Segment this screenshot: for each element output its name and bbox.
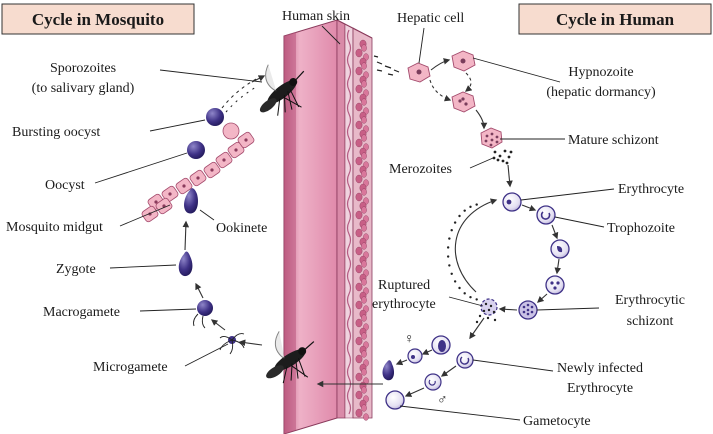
label-ruptured-sub: erythrocyte bbox=[372, 297, 436, 312]
label-erythrocytic: Erythrocytic bbox=[615, 293, 685, 308]
label-erythrocyte: Erythrocyte bbox=[618, 182, 684, 197]
leader-bursting-oocyst bbox=[149, 119, 206, 132]
merozoite-cloud bbox=[492, 149, 513, 165]
mosquito-cycle-title: Cycle in Mosquito bbox=[32, 10, 164, 29]
female-symbol: ♀ bbox=[404, 332, 415, 347]
mosquito-cycle-box: Cycle in Mosquito bbox=[1, 3, 195, 35]
leader-hypnozoite bbox=[472, 57, 561, 83]
zygote bbox=[178, 251, 193, 277]
midgut-cell bbox=[189, 169, 207, 187]
label-mosquito-midgut: Mosquito midgut bbox=[6, 220, 103, 235]
leader-erythrocytic-schizont bbox=[536, 307, 600, 311]
label-human-skin: Human skin bbox=[282, 9, 350, 24]
merozoite-circle-dots bbox=[446, 203, 478, 301]
arrow-ery-4 bbox=[537, 293, 548, 303]
label-macrogamete: Macrogamete bbox=[43, 305, 120, 320]
liver-developing-cell bbox=[451, 91, 476, 113]
midgut-cell bbox=[215, 151, 233, 169]
macrogamete bbox=[193, 300, 213, 329]
midgut-cell bbox=[175, 177, 193, 195]
leader-ruptured bbox=[448, 296, 484, 307]
leader-macrogamete bbox=[139, 308, 197, 312]
mosquito-bottom bbox=[266, 331, 315, 384]
mature-schizont-cell bbox=[480, 127, 503, 149]
oocyst bbox=[187, 141, 205, 159]
midgut-cell bbox=[237, 131, 255, 149]
label-microgamete: Microgamete bbox=[93, 360, 168, 375]
arrow-to-gametocytes bbox=[469, 317, 485, 340]
mosquito-top bbox=[259, 64, 305, 116]
leader-zygote bbox=[109, 264, 177, 269]
arrow-ery-2 bbox=[551, 224, 559, 240]
leader-trophozoite bbox=[554, 216, 605, 228]
label-hypnozoite-sub: (hepatic dormancy) bbox=[546, 85, 656, 100]
leader-merozoites bbox=[469, 157, 494, 169]
arrow-hepatic-direct bbox=[429, 79, 452, 102]
arrow-to-zygote bbox=[195, 282, 204, 299]
label-bursting-oocyst: Bursting oocyst bbox=[12, 125, 100, 140]
hypnozoite-cell bbox=[451, 50, 476, 72]
leader-ookinete bbox=[199, 209, 215, 221]
leader-midgut bbox=[119, 204, 171, 227]
leader-gametocyte bbox=[399, 405, 521, 421]
leader-microgamete bbox=[184, 343, 229, 367]
ookinete bbox=[184, 188, 198, 214]
trophozoite-cell-1 bbox=[536, 205, 556, 225]
label-newly-infected: Newly infected bbox=[557, 361, 643, 376]
microgamete bbox=[219, 333, 245, 355]
arrow-hepatic-to-hypnozoite bbox=[430, 58, 451, 71]
label-hypnozoite: Hypnozoite bbox=[568, 65, 633, 80]
human-cycle-title: Cycle in Human bbox=[556, 10, 675, 29]
arrow-hypnozoite-dormancy bbox=[464, 72, 473, 92]
male-symbol: ♂ bbox=[437, 393, 448, 408]
leader-erythrocyte bbox=[520, 188, 615, 201]
arrow-to-schizont bbox=[475, 109, 488, 130]
label-zygote: Zygote bbox=[56, 262, 96, 277]
arrow-microgamete-to-macrogamete bbox=[210, 319, 226, 331]
arrow-ery-5 bbox=[498, 306, 518, 313]
label-ruptured: Ruptured bbox=[378, 278, 430, 293]
label-newly-infected-sub: Erythrocyte bbox=[567, 381, 633, 396]
label-erythrocytic-sub: schizont bbox=[627, 314, 674, 329]
label-mature-schizont: Mature schizont bbox=[568, 133, 659, 148]
arrow-ery-1 bbox=[521, 204, 537, 212]
label-sporozoites: Sporozoites bbox=[50, 61, 116, 76]
developing-schizont-cell bbox=[545, 275, 565, 295]
hepatic-cell bbox=[407, 62, 431, 83]
skin-layer bbox=[283, 19, 373, 434]
arrow-reinvasion-loop bbox=[454, 198, 498, 293]
leader-sporozoites bbox=[159, 69, 263, 83]
erythrocytic-schizont-cell bbox=[518, 300, 538, 320]
label-trophozoite: Trophozoite bbox=[607, 221, 675, 236]
ruptured-erythrocyte-cell bbox=[475, 298, 498, 324]
erythrocyte-cell bbox=[502, 192, 522, 212]
gametocyte-cluster: ♀ ♂ bbox=[382, 332, 474, 410]
label-oocyst: Oocyst bbox=[45, 178, 85, 193]
leader-hepatic-cell bbox=[418, 27, 425, 64]
arrow-mosquito-to-microgamete bbox=[238, 339, 263, 346]
midgut-cell bbox=[203, 161, 221, 179]
leader-human-skin bbox=[321, 25, 341, 45]
leader-newly-infected bbox=[472, 359, 554, 372]
midgut-cell bbox=[141, 205, 159, 223]
label-hepatic-cell: Hepatic cell bbox=[397, 11, 464, 26]
bursting-oocyst bbox=[206, 108, 240, 140]
label-ookinete: Ookinete bbox=[216, 221, 267, 236]
arrow-merozoite-to-rbc bbox=[506, 164, 513, 188]
arrow-ery-3 bbox=[554, 258, 562, 275]
label-sporozoites-sub: (to salivary gland) bbox=[32, 81, 135, 96]
sporozoite-dashes bbox=[221, 55, 400, 113]
human-cycle-box: Cycle in Human bbox=[518, 3, 712, 35]
label-gametocyte: Gametocyte bbox=[523, 414, 591, 429]
arrow-to-ookinete bbox=[182, 220, 190, 251]
trophozoite-cell-2 bbox=[550, 239, 570, 259]
label-merozoites: Merozoites bbox=[389, 162, 452, 177]
leader-oocyst bbox=[94, 152, 188, 184]
